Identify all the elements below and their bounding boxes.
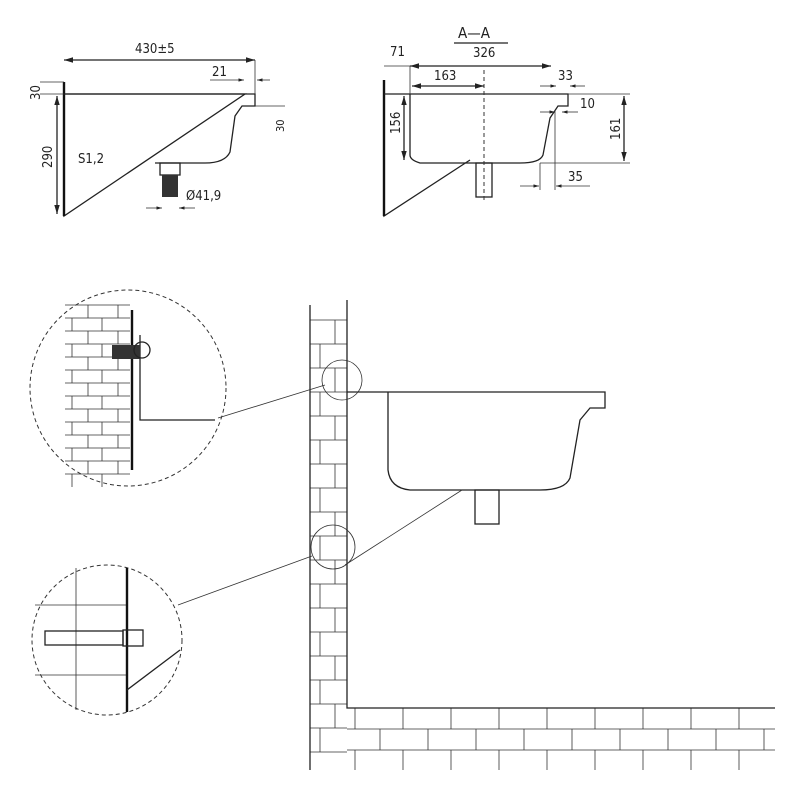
wall-outline — [309, 300, 775, 770]
dim-half-width: 163 — [434, 69, 456, 84]
detail-marker-top — [321, 359, 363, 401]
dim-width: 326 — [473, 46, 495, 61]
installation-view — [29, 289, 775, 770]
dim-depth: 156 — [389, 112, 404, 134]
detail-top-hook — [139, 335, 215, 421]
dim-top-offset: 30 — [29, 85, 44, 100]
section-view: A—A 326 71 163 33 156 10 161 35 — [382, 24, 630, 218]
thickness-label: S1,2 — [78, 152, 104, 167]
basin-side-profile — [64, 93, 256, 164]
side-view: 430±5 30 290 S1,2 21 30 Ø41,9 — [29, 42, 287, 218]
installed-drain — [474, 489, 500, 525]
drain-nut — [159, 162, 181, 176]
bracket-strut — [344, 489, 463, 566]
drain-thread — [162, 175, 178, 197]
dim-height: 290 — [41, 146, 56, 168]
leader-line-bottom — [177, 555, 313, 606]
detail-bottom-bricks — [35, 568, 127, 710]
dim-bottom-offset: 35 — [568, 170, 583, 185]
brick-wall — [310, 319, 775, 770]
detail-bottom-anchor — [44, 630, 124, 646]
basin-section-profile — [384, 93, 569, 164]
leader-line-top — [217, 384, 326, 419]
dim-drain: Ø41,9 — [186, 189, 221, 204]
dim-rim: 21 — [212, 65, 227, 80]
installed-basin — [347, 391, 606, 491]
detail-top-bricks — [65, 304, 130, 487]
dim-total-depth: 161 — [609, 118, 624, 140]
detail-top-anchor — [112, 345, 140, 359]
dim-width: 430±5 — [135, 42, 175, 57]
dim-offset: 71 — [390, 45, 405, 60]
detail-circle-top — [29, 289, 227, 487]
dim-rim: 33 — [558, 69, 573, 84]
section-title: A—A — [458, 24, 491, 42]
detail-circle-bottom — [31, 564, 183, 716]
detail-marker-bottom — [310, 524, 356, 570]
dim-rim-height: 30 — [274, 119, 287, 132]
dim-lip: 10 — [580, 97, 595, 112]
